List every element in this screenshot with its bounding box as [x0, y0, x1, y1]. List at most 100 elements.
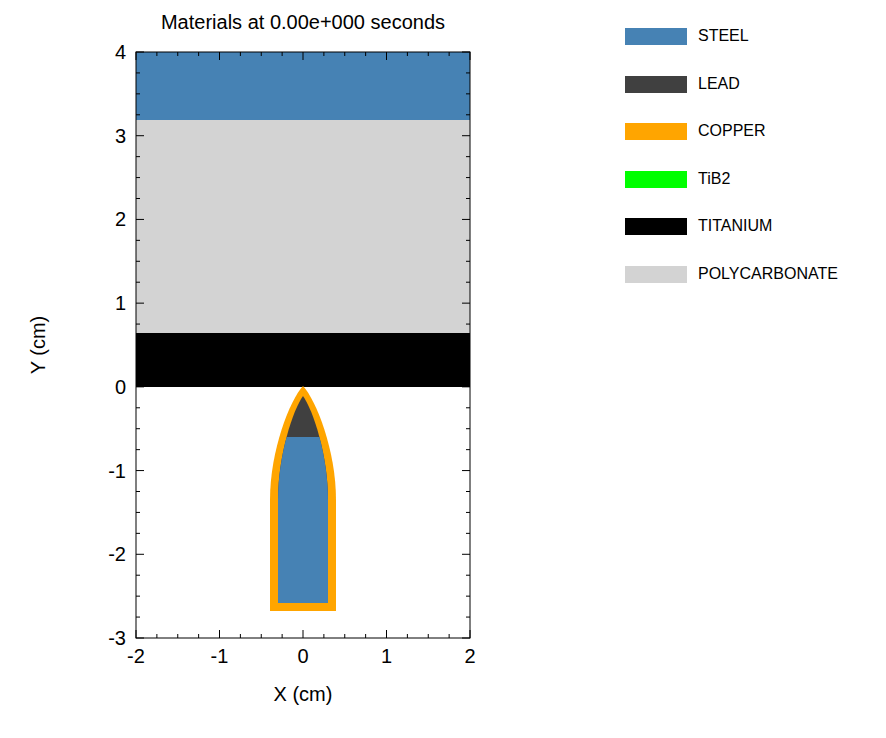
tick-mark: [136, 554, 144, 555]
tick-mark: [466, 93, 470, 94]
tick-mark: [240, 52, 241, 56]
legend-label: TiB2: [698, 171, 730, 187]
tick-mark: [470, 630, 471, 638]
legend-swatch: [625, 28, 687, 45]
y-tick-label: -2: [108, 544, 126, 564]
tick-mark: [466, 365, 470, 366]
tick-mark: [136, 240, 140, 241]
x-tick-label: 2: [464, 646, 475, 666]
y-tick-label: 1: [115, 293, 126, 313]
tick-mark: [136, 72, 140, 73]
tick-mark: [136, 386, 144, 387]
tick-mark: [466, 324, 470, 325]
legend-label: COPPER: [698, 123, 766, 139]
x-tick-label: 0: [297, 646, 308, 666]
tick-mark: [136, 596, 140, 597]
y-axis-label: Y (cm): [28, 316, 48, 375]
tick-mark: [466, 198, 470, 199]
tick-mark: [466, 261, 470, 262]
steel-core: [270, 437, 336, 607]
legend-swatch: [625, 266, 687, 283]
tick-mark: [136, 407, 140, 408]
tick-mark: [136, 533, 140, 534]
tick-mark: [136, 428, 140, 429]
plot-frame: [136, 52, 470, 638]
tick-mark: [177, 634, 178, 638]
tick-mark: [136, 114, 140, 115]
tick-mark: [462, 386, 470, 387]
tick-mark: [449, 52, 450, 56]
tick-mark: [136, 261, 140, 262]
tick-mark: [136, 491, 140, 492]
tick-mark: [466, 282, 470, 283]
tick-mark: [466, 156, 470, 157]
x-tick-label: 1: [381, 646, 392, 666]
legend-swatch: [625, 218, 687, 235]
legend-swatch: [625, 171, 687, 188]
tick-mark: [466, 72, 470, 73]
tick-mark: [136, 93, 140, 94]
tick-mark: [449, 634, 450, 638]
tick-mark: [261, 52, 262, 56]
tick-mark: [462, 219, 470, 220]
tick-mark: [156, 52, 157, 56]
tick-mark: [136, 219, 144, 220]
tick-mark: [466, 491, 470, 492]
y-tick-label: 2: [115, 209, 126, 229]
tick-mark: [365, 634, 366, 638]
tick-mark: [261, 634, 262, 638]
tick-mark: [303, 630, 304, 638]
tick-mark: [323, 634, 324, 638]
tick-mark: [156, 634, 157, 638]
tick-mark: [407, 634, 408, 638]
tick-mark: [466, 533, 470, 534]
tick-mark: [219, 52, 220, 60]
tick-mark: [219, 630, 220, 638]
y-tick-label: -1: [108, 461, 126, 481]
y-tick-label: 3: [115, 126, 126, 146]
tick-mark: [136, 177, 140, 178]
tick-mark: [198, 52, 199, 56]
tick-mark: [462, 52, 470, 53]
tick-mark: [344, 634, 345, 638]
tick-mark: [136, 365, 140, 366]
y-tick-label: 4: [115, 42, 126, 62]
tick-mark: [466, 114, 470, 115]
tick-mark: [344, 52, 345, 56]
tick-mark: [136, 470, 144, 471]
tick-mark: [136, 135, 144, 136]
tick-mark: [282, 634, 283, 638]
tick-mark: [136, 52, 144, 53]
legend-label: LEAD: [698, 76, 740, 92]
legend-swatch: [625, 123, 687, 140]
x-axis-label: X (cm): [274, 684, 333, 704]
tick-mark: [386, 630, 387, 638]
tick-mark: [136, 449, 140, 450]
tick-mark: [386, 52, 387, 60]
tick-mark: [466, 512, 470, 513]
tick-mark: [136, 303, 144, 304]
tick-mark: [428, 634, 429, 638]
tick-mark: [462, 554, 470, 555]
tick-mark: [462, 135, 470, 136]
tick-mark: [466, 345, 470, 346]
tick-mark: [136, 512, 140, 513]
tick-mark: [462, 303, 470, 304]
legend-label: STEEL: [698, 28, 749, 44]
tick-mark: [282, 52, 283, 56]
tick-mark: [136, 630, 137, 638]
tick-mark: [240, 634, 241, 638]
y-tick-label: -3: [108, 628, 126, 648]
tick-mark: [365, 52, 366, 56]
tick-mark: [136, 575, 140, 576]
legend-swatch: [625, 76, 687, 93]
tick-mark: [323, 52, 324, 56]
tick-mark: [466, 428, 470, 429]
tick-mark: [136, 638, 144, 639]
tick-mark: [303, 52, 304, 60]
polycarbonate-layer: [136, 120, 470, 333]
tick-mark: [466, 449, 470, 450]
tick-mark: [466, 240, 470, 241]
tick-mark: [136, 52, 137, 60]
tick-mark: [177, 52, 178, 56]
